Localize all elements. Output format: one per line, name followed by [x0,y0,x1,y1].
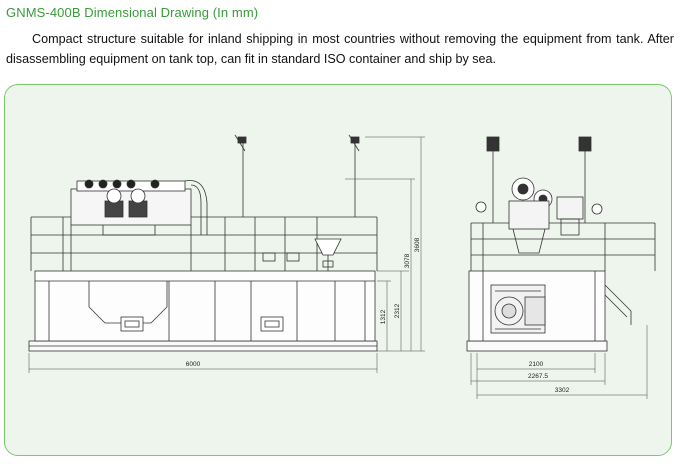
side-view-drawing [28,134,378,352]
dim-end-width-2100: 2100 [529,361,544,368]
description-paragraph: Compact structure suitable for inland sh… [6,32,674,66]
dim-side-height-2312: 2312 [394,303,401,318]
end-view-dimensions [470,325,648,399]
side-view-dimensions [28,136,425,373]
dim-side-height-3608: 3608 [414,237,421,252]
page-title: GNMS-400B Dimensional Drawing (In mm) [6,5,259,20]
dim-end-width-3302: 3302 [555,387,570,394]
drawing-frame: 6000 1312 2312 3078 3608 [4,84,672,456]
end-view-drawing [466,136,656,352]
dim-side-height-1312: 1312 [380,309,387,324]
dim-end-width-2267: 2267.5 [528,373,548,380]
dim-side-length: 6000 [186,361,201,368]
dimensional-drawing: 6000 1312 2312 3078 3608 [28,134,656,399]
dim-side-height-3078: 3078 [404,253,411,268]
